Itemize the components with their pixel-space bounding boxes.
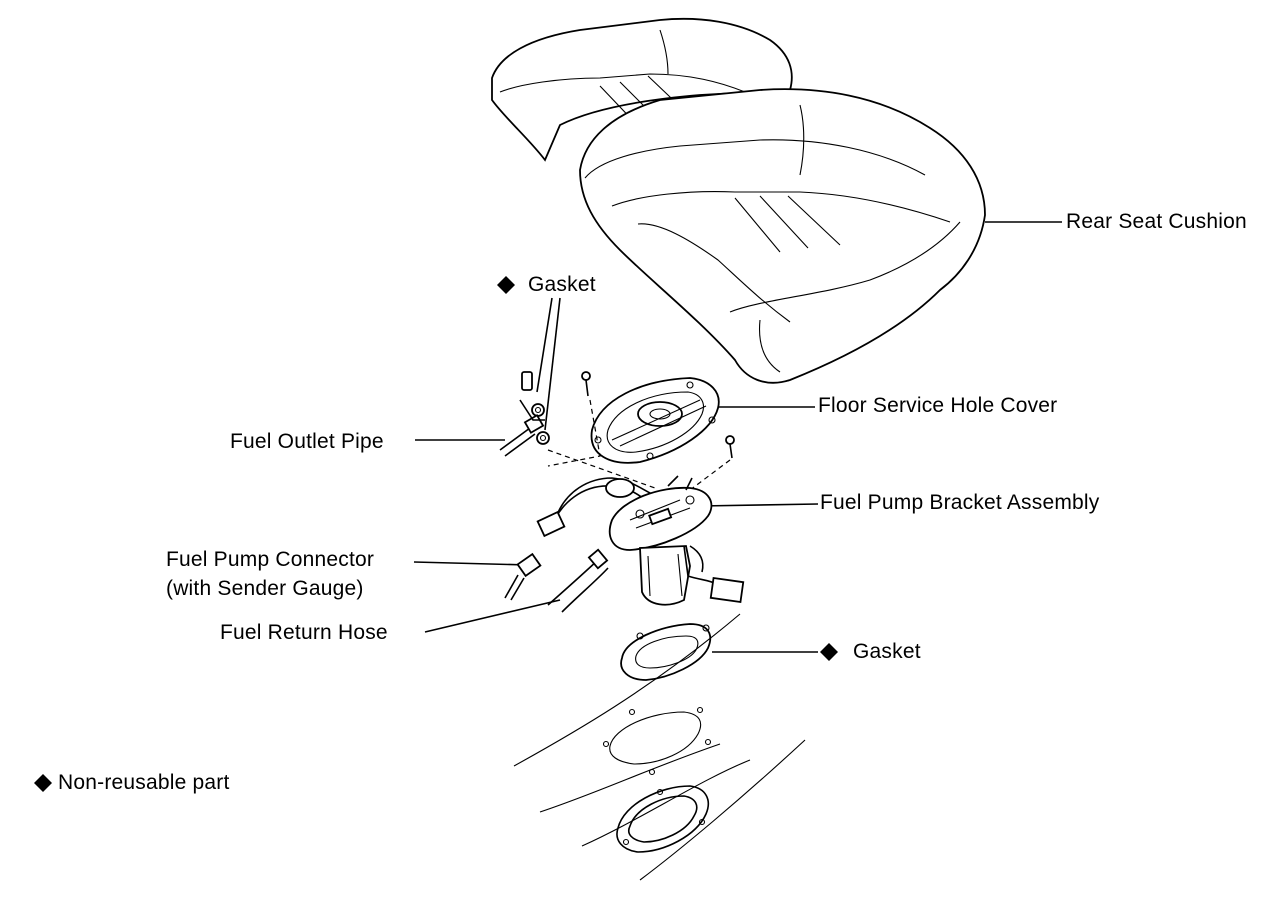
fuel-pump-bracket-assembly-drawing: [536, 475, 745, 606]
label-gasket-bottom: Gasket: [853, 640, 921, 663]
label-gasket-top: Gasket: [528, 273, 596, 296]
lower-gasket-drawing: [620, 623, 712, 681]
label-fuel-pump-connector: Fuel Pump Connector: [166, 548, 375, 571]
non-reusable-markers: [34, 276, 838, 792]
diamond-icon: [34, 774, 52, 792]
floor-panel-drawing: [513, 613, 806, 881]
fuel-return-hose-drawing: [547, 548, 609, 613]
legend-non-reusable-part: Non-reusable part: [58, 771, 230, 794]
rear-seat-cushion-drawing: [491, 17, 986, 384]
leader-lines: [413, 221, 1062, 653]
label-rear-seat-cushion: Rear Seat Cushion: [1066, 210, 1247, 233]
label-sender-gauge: (with Sender Gauge): [166, 577, 364, 600]
fuel-outlet-pipe-drawing: [499, 399, 545, 457]
bolts: [521, 371, 735, 459]
alignment-lines: [547, 399, 731, 491]
diamond-icon: [497, 276, 515, 294]
label-floor-service-hole-cover: Floor Service Hole Cover: [818, 394, 1058, 417]
label-fuel-return-hose: Fuel Return Hose: [220, 621, 388, 644]
floor-service-hole-cover-drawing: [590, 377, 720, 464]
label-fuel-outlet-pipe: Fuel Outlet Pipe: [230, 430, 384, 453]
label-fuel-pump-bracket-assembly: Fuel Pump Bracket Assembly: [820, 491, 1100, 514]
fuel-pump-connector-drawing: [504, 552, 542, 601]
diamond-icon: [820, 643, 838, 661]
